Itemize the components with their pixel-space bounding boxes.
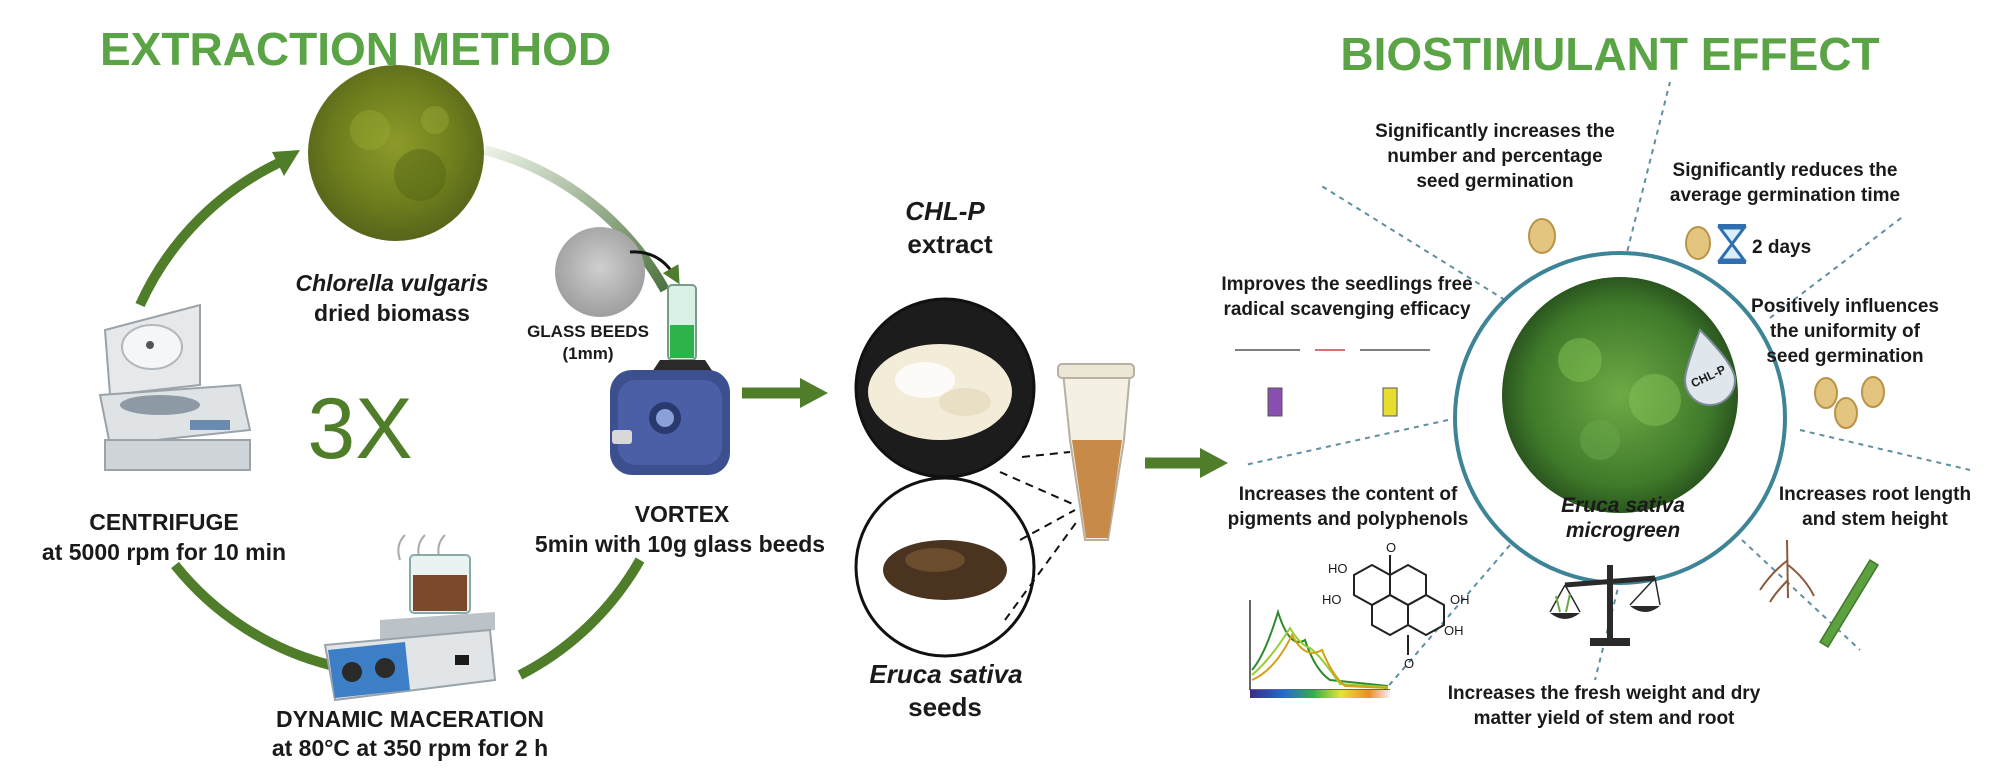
seeds-label: seeds: [908, 692, 982, 722]
arrow-to-effect: [1145, 448, 1228, 478]
cycle-arrowhead-top: [272, 150, 300, 176]
mol-label-ho-2: HO: [1322, 592, 1342, 607]
extraction-cycle: [135, 145, 670, 680]
stem-icon: [1818, 558, 1880, 649]
glass-beads-image: [555, 227, 645, 317]
vortex-mixer-illustration: [610, 284, 730, 475]
extract-powder-image: [854, 297, 1036, 479]
glass-beeds-label: GLASS BEEDS: [527, 322, 649, 341]
uniformity-line3: seed germination: [1766, 346, 1923, 367]
extract-label: extract: [907, 229, 993, 259]
vortex-title: VORTEX: [635, 501, 730, 527]
maceration-title: DYNAMIC MACERATION: [276, 706, 544, 732]
mol-label-oh-1: OH: [1450, 592, 1470, 607]
radical-line2: radical scavenging efficacy: [1223, 299, 1471, 320]
root-line1: Increases root length: [1779, 484, 1971, 505]
chl-p-drop: CHL-P: [1683, 328, 1737, 406]
extract-name: CHL-P: [905, 196, 985, 226]
pigments-line2: pigments and polyphenols: [1228, 509, 1469, 530]
mol-label-ho-1: HO: [1328, 561, 1348, 576]
vortex-detail: 5min with 10g glass beeds: [535, 531, 825, 557]
seed-icon: [1528, 218, 1556, 254]
seed-icon: [1685, 226, 1711, 260]
mol-label-oh-2: OH: [1444, 623, 1464, 638]
mol-label-o-2: O: [1404, 656, 1414, 671]
center-species: Eruca sativa: [1561, 494, 1685, 517]
mol-label-o-1: O: [1386, 540, 1396, 555]
hotplate-stirrer-illustration: [323, 534, 497, 702]
germination-line2: number and percentage: [1387, 146, 1602, 167]
uniformity-line2: the uniformity of: [1770, 321, 1921, 342]
time-line1: Significantly reduces the: [1673, 160, 1898, 181]
chlorella-biomass-image: [308, 65, 484, 241]
biomass-species: Chlorella vulgaris: [295, 270, 488, 296]
uniformity-line1: Positively influences: [1751, 296, 1939, 317]
root-icon: [1759, 539, 1815, 603]
centrifuge-illustration: [98, 303, 252, 471]
root-line2: and stem height: [1802, 509, 1948, 530]
arrow-to-extract: [742, 378, 828, 408]
ellagic-acid-structure: [1353, 555, 1445, 655]
centrifuge-detail: at 5000 rpm for 10 min: [42, 539, 286, 565]
germination-line1: Significantly increases the: [1375, 121, 1615, 142]
absorbance-spectrum-plot: [1249, 600, 1390, 698]
dpph-reaction-diagram: [1235, 349, 1430, 417]
effect-title: BIOSTIMULANT EFFECT: [1340, 28, 1879, 80]
arugula-seeds-image: [854, 476, 1036, 658]
centrifuge-title: CENTRIFUGE: [89, 509, 239, 535]
seeds-species: Eruca sativa: [869, 659, 1022, 689]
pigments-line1: Increases the content of: [1239, 484, 1458, 505]
days-label: 2 days: [1752, 237, 1811, 258]
biomass-label: dried biomass: [314, 300, 470, 326]
repeat-multiplier: 3X: [307, 381, 412, 477]
seeds-group-icon: [1814, 376, 1885, 429]
time-line2: average germination time: [1670, 185, 1900, 206]
germination-line3: seed germination: [1416, 171, 1573, 192]
eppendorf-tube-illustration: [1057, 363, 1135, 541]
tube-connectors: [999, 451, 1079, 621]
radical-line1: Improves the seedlings free: [1221, 274, 1472, 295]
glass-beeds-size: (1mm): [562, 344, 613, 363]
weight-line2: matter yield of stem and root: [1474, 708, 1735, 729]
beads-pointer-arrow: [629, 250, 680, 285]
center-stage: microgreen: [1566, 519, 1680, 542]
extraction-title: EXTRACTION METHOD: [100, 23, 611, 75]
effect-radial-lines: [1244, 81, 1971, 691]
balance-scale-icon: [1549, 565, 1661, 646]
weight-line1: Increases the fresh weight and dry: [1448, 683, 1761, 704]
maceration-detail: at 80°C at 350 rpm for 2 h: [272, 735, 548, 761]
hourglass-icon: [1717, 224, 1747, 264]
